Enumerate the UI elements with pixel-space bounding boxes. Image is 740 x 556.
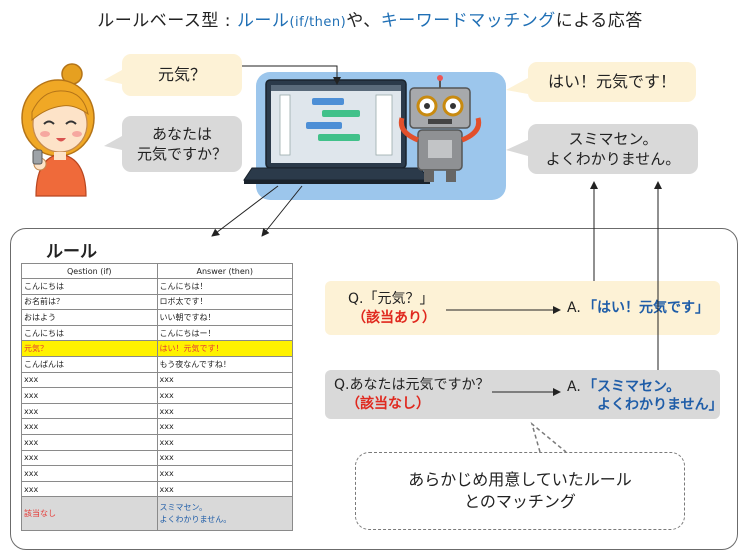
note-tail [530,421,567,453]
title-rule: ルール [236,11,290,31]
rule-table-header-question: Qestion (if) [21,263,158,279]
rule-table-header: Qestion (if) Answer (then) [21,263,293,279]
match2-question: Q.あなたは元気ですか？ [334,377,490,393]
bot-bubble-tail-2 [506,140,528,156]
table-row: こんばんはもう夜なんですね！ [21,355,293,373]
match1-status: （該当あり） [352,310,436,326]
table-row-highlighted: 元気？はい！元気です！ [21,340,293,357]
user-bubble-tail-1 [104,70,122,84]
match-row-hit [325,281,720,335]
laptop-icon [243,79,432,184]
user-bubble-anata: あなたは 元気ですか？ [122,116,242,172]
rule-table-header-answer: Answer (then) [156,263,293,279]
rule-table: Qestion (if) Answer (then) こんにちはこんにちは！ お… [21,263,293,532]
table-row: こんにちはこんにちは！ [21,278,293,295]
arrow-input [242,65,341,85]
rule-answer-no-match: スミマセン。 よくわかりません。 [156,496,293,532]
table-row-no-match: 該当なしスミマセン。 よくわかりません。 [21,496,293,532]
title-prefix: ルールベース型 : [97,11,237,31]
match2-answer-prefix: A. [567,379,581,395]
arrow-to-rules-1 [211,185,279,237]
table-row: お名前は？ロボ太です！ [21,293,293,311]
user-bubble-tail-2 [104,136,122,150]
user-bubble-genki: 元気？ [122,54,242,96]
bot-bubble-hai: はい！元気です！ [528,62,696,102]
match1-answer: 「はい！元気です」 [583,300,709,316]
title-suffix: による応答 [555,11,643,31]
title-keyword: キーワードマッチング [380,11,556,31]
rule-question: 元気？ [21,340,158,357]
bot-bubble-sumimasen: スミマセン。 よくわかりません。 [528,124,698,174]
bot-bubble-tail-1 [506,78,528,94]
arrow-to-rules-2 [261,185,303,237]
page-title: ルールベース型 : ルール(if/then)や、キーワードマッチングによる応答 [0,6,740,31]
rule-heading: ルール [46,242,97,262]
robot-icon [398,75,482,182]
rule-answer: はい！元気です！ [156,340,293,357]
title-ifthen: (if/then) [289,15,347,30]
rule-question-no-match: 該当なし [21,496,158,532]
match2-answer: 「スミマセン。 よくわかりません」 [583,379,723,414]
match2-status: （該当なし） [346,396,430,412]
match1-answer-prefix: A. [567,300,581,316]
matching-note: あらかじめ用意していたルール とのマッチング [355,452,685,530]
table-row: おはよういい朝ですね！ [21,309,293,326]
match-row-miss [325,370,720,419]
match1-question: Q.「元気？」 [348,291,434,307]
title-ya: や、 [346,11,381,31]
girl-icon [21,63,95,197]
